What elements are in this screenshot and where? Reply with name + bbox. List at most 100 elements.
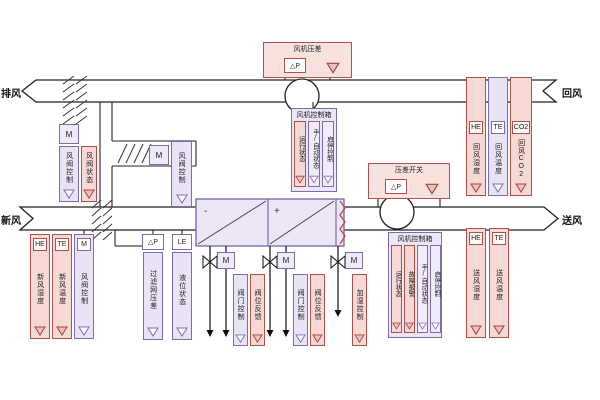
- cooling-valve-actuator[interactable]: M: [217, 252, 235, 269]
- point-label: 运行状态: [297, 135, 305, 162]
- signal-triangle-icon: [83, 189, 95, 199]
- signal-triangle-icon: [431, 322, 440, 330]
- supply-fan-control-panel[interactable]: 风机控制箱 运行状态 故障报警 手/自动状态 启停控制: [388, 232, 442, 338]
- signal-triangle-icon: [309, 175, 319, 184]
- heating-coil-symbol: +: [274, 206, 280, 217]
- supply-humidity-sensor[interactable]: HE 送风湿度: [466, 228, 486, 338]
- return-humidity-sensor[interactable]: HE 回风湿度: [466, 77, 486, 196]
- humidifier-valve-actuator[interactable]: M: [345, 252, 363, 269]
- signal-triangle-icon: [326, 62, 340, 74]
- signal-triangle-icon: [492, 183, 504, 193]
- humidifier-control-strip[interactable]: 加湿控制: [352, 274, 367, 346]
- cooling-valve-control-strip[interactable]: 阀门控制: [233, 274, 248, 346]
- return-temp-sensor[interactable]: TE 回风温度: [488, 77, 508, 196]
- valve-feedback-label: 阀位反馈: [314, 288, 322, 321]
- sensor-tag: CO2: [511, 121, 531, 134]
- signal-triangle-icon: [425, 183, 439, 195]
- actuator-tag: M: [77, 238, 91, 251]
- point-label: 手/自动状态: [419, 264, 427, 304]
- point-label: 启停控制: [432, 271, 440, 297]
- fan-point-start-stop[interactable]: 启停控制: [430, 245, 441, 333]
- filter-dp-label: 过滤网压差: [149, 270, 157, 310]
- dp-box: △P: [385, 179, 407, 194]
- exhaust-fan-control-panel[interactable]: 风机控制箱 运行状态 手/自动状态 启停控制: [291, 108, 337, 192]
- signal-triangle-icon: [392, 322, 401, 330]
- humidifier-control-label: 加湿控制: [356, 288, 364, 321]
- signal-triangle-icon: [295, 334, 306, 343]
- sensor-label: 新风温度: [58, 272, 66, 305]
- valve-feedback-label: 阀位反馈: [254, 288, 262, 321]
- signal-triangle-icon: [493, 325, 505, 335]
- signal-triangle-icon: [515, 183, 527, 193]
- exhaust-air-label: 排风: [1, 89, 21, 100]
- heating-valve-icon: [262, 254, 278, 270]
- sensor-tag: HE: [33, 238, 47, 251]
- fan-point-fault-alarm[interactable]: 故障报警: [404, 245, 415, 333]
- heating-valve-control-strip[interactable]: 阀门控制: [293, 274, 308, 346]
- fresh-humidity-sensor[interactable]: HE 新风湿度: [30, 234, 50, 339]
- signal-triangle-icon: [63, 189, 75, 199]
- exhaust-damper-status-strip[interactable]: 风阀状态: [81, 146, 97, 202]
- supply-fan-dp-panel[interactable]: 压差开关 △P: [368, 163, 450, 199]
- sensor-tag: TE: [55, 238, 69, 251]
- supply-temp-sensor[interactable]: TE 送风温度: [489, 228, 509, 338]
- sensor-tag: TE: [492, 232, 506, 245]
- valve-control-label: 阀门控制: [237, 288, 245, 321]
- sensor-label: 新风湿度: [36, 272, 44, 305]
- signal-triangle-icon: [295, 175, 305, 184]
- humidifier-icon: [339, 200, 346, 245]
- return-damper-control-label: 风阀控制: [178, 152, 186, 184]
- cooling-coil-symbol: -: [204, 206, 207, 217]
- signal-triangle-icon: [323, 175, 333, 184]
- connector-lines: [83, 78, 441, 247]
- fan-point-run-status[interactable]: 运行状态: [294, 121, 306, 187]
- point-label: 故障报警: [406, 271, 414, 297]
- signal-triangle-icon: [354, 334, 365, 343]
- fresh-air-label: 新风: [1, 216, 21, 227]
- dp-box: △P: [284, 58, 306, 73]
- signal-triangle-icon: [175, 194, 188, 204]
- return-co2-sensor[interactable]: CO2 回风CO2: [510, 77, 532, 196]
- exhaust-fan-dp-title: 风机压差: [293, 46, 322, 53]
- level-status-strip[interactable]: 液位状态: [172, 252, 192, 340]
- signal-triangle-icon: [34, 326, 46, 336]
- fresh-damper-control-strip[interactable]: M 风阀控制: [74, 234, 94, 339]
- fresh-damper-control-label: 风阀控制: [80, 272, 88, 305]
- cooling-valve-feedback-strip[interactable]: 阀位反馈: [250, 274, 265, 346]
- level-element-box[interactable]: LE: [172, 234, 192, 250]
- return-air-label: 回风: [562, 89, 582, 100]
- supply-fan-dp-title: 压差开关: [395, 167, 423, 174]
- fan-point-hand-auto[interactable]: 手/自动状态: [417, 245, 428, 333]
- signal-triangle-icon: [78, 326, 90, 336]
- heating-valve-feedback-strip[interactable]: 阀位反馈: [310, 274, 325, 346]
- sensor-label: 送风温度: [495, 269, 503, 301]
- fresh-air-damper-icon: [91, 199, 113, 241]
- fan-point-run-status[interactable]: 运行状态: [391, 245, 402, 333]
- exhaust-damper-control-strip[interactable]: 风阀控制: [59, 146, 79, 202]
- exhaust-damper-actuator[interactable]: M: [59, 124, 79, 144]
- return-damper-actuator[interactable]: M: [149, 145, 169, 165]
- signal-triangle-icon: [470, 183, 482, 193]
- fan-point-hand-auto[interactable]: 手/自动状态: [308, 121, 320, 187]
- return-air-damper-icon: [117, 143, 152, 164]
- sensor-tag: HE: [469, 121, 483, 134]
- signal-triangle-icon: [56, 326, 68, 336]
- exhaust-damper-icon: [62, 75, 88, 125]
- signal-triangle-icon: [235, 334, 246, 343]
- return-damper-control-strip[interactable]: 风阀控制: [171, 141, 192, 207]
- signal-triangle-icon: [176, 327, 188, 337]
- fan-point-start-stop[interactable]: 启停控制: [322, 121, 334, 187]
- filter-dp-box[interactable]: △P: [142, 234, 164, 250]
- sensor-label: 回风湿度: [472, 142, 480, 175]
- point-label: 启停控制: [325, 135, 333, 162]
- filter-dp-strip[interactable]: 过滤网压差: [143, 252, 163, 340]
- exhaust-fan-dp-panel[interactable]: 风机压差 △P: [263, 42, 352, 78]
- signal-triangle-icon: [405, 322, 414, 330]
- signal-triangle-icon: [252, 334, 263, 343]
- heating-valve-actuator[interactable]: M: [277, 252, 295, 269]
- supply-air-label: 送风: [562, 216, 582, 227]
- exhaust-damper-status-label: 风阀状态: [85, 152, 93, 184]
- heating-coil-icon: [269, 200, 335, 245]
- fresh-temp-sensor[interactable]: TE 新风温度: [52, 234, 72, 339]
